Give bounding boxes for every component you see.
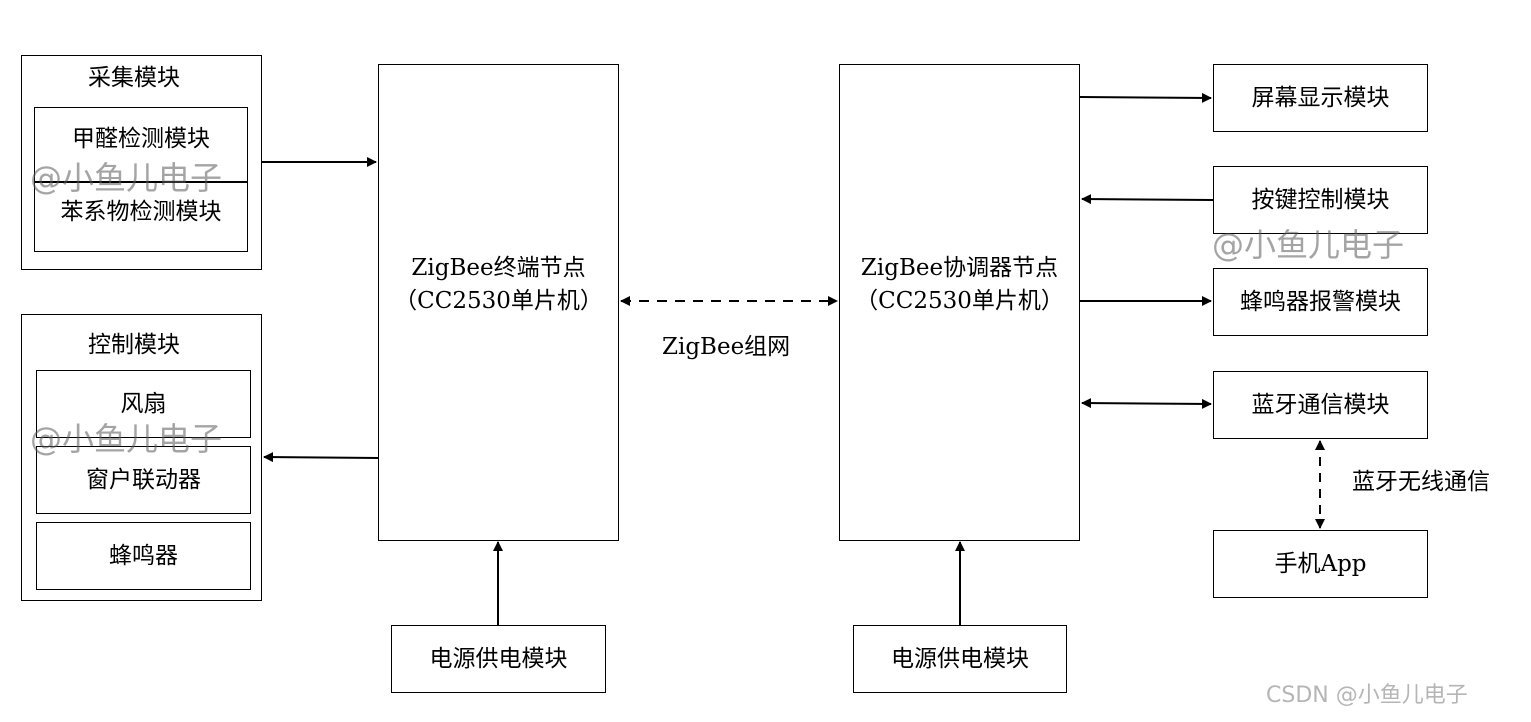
benzene-detect-label: 苯系物检测模块 bbox=[60, 198, 222, 225]
bluetooth-module: 蓝牙通信模块 bbox=[1213, 371, 1428, 439]
buzzer-label: 蜂鸣器 bbox=[109, 542, 178, 569]
control-module-group bbox=[21, 314, 262, 601]
arrow-end-node-to-control bbox=[263, 452, 380, 463]
window-actuator-label: 窗户联动器 bbox=[86, 466, 201, 493]
buzzer-alarm-label: 蜂鸣器报警模块 bbox=[1240, 288, 1401, 315]
end-node-line2: （CC2530单片机） bbox=[394, 287, 603, 314]
collect-module-title: 采集模块 bbox=[88, 65, 180, 91]
power-module-right: 电源供电模块 bbox=[853, 625, 1067, 693]
watermark-3: @小鱼儿电子 bbox=[1212, 226, 1405, 264]
window-actuator-box: 窗户联动器 bbox=[36, 446, 251, 514]
keys-module: 按键控制模块 bbox=[1213, 166, 1428, 234]
benzene-detect-box: 苯系物检测模块 bbox=[34, 182, 248, 252]
zigbee-end-node: ZigBee终端节点 （CC2530单片机） bbox=[378, 64, 619, 541]
phone-app-label: 手机App bbox=[1274, 550, 1367, 577]
power-left-label: 电源供电模块 bbox=[429, 645, 568, 672]
arrow-to-display bbox=[1079, 92, 1212, 103]
collect-module-group bbox=[21, 55, 262, 270]
formaldehyde-detect-label: 甲醛检测模块 bbox=[72, 126, 210, 152]
end-node-line1: ZigBee终端节点 bbox=[411, 254, 586, 281]
formaldehyde-detect-box: 甲醛检测模块 bbox=[34, 107, 248, 182]
coordinator-line2: （CC2530单片机） bbox=[855, 287, 1064, 314]
power-right-label: 电源供电模块 bbox=[891, 645, 1029, 672]
display-module: 屏幕显示模块 bbox=[1213, 64, 1428, 132]
bluetooth-wireless-label: 蓝牙无线通信 bbox=[1352, 469, 1490, 495]
fan-label: 风扇 bbox=[120, 390, 167, 417]
fan-box: 风扇 bbox=[36, 370, 251, 438]
display-module-label: 屏幕显示模块 bbox=[1251, 84, 1390, 111]
buzzer-alarm-module: 蜂鸣器报警模块 bbox=[1213, 268, 1428, 336]
csdn-watermark: CSDN @小鱼儿电子 bbox=[1266, 683, 1468, 708]
arrow-bluetooth bbox=[1081, 398, 1212, 409]
zigbee-coordinator-node: ZigBee协调器节点 （CC2530单片机） bbox=[839, 64, 1080, 541]
arrow-from-keys bbox=[1081, 194, 1214, 205]
coordinator-line1: ZigBee协调器节点 bbox=[860, 254, 1059, 281]
watermark-1: @小鱼儿电子 bbox=[30, 159, 223, 197]
zigbee-network-label: ZigBee组网 bbox=[662, 334, 791, 360]
end-node-text: ZigBee终端节点 （CC2530单片机） bbox=[379, 29, 618, 540]
control-module-title: 控制模块 bbox=[88, 332, 180, 358]
phone-app-module: 手机App bbox=[1213, 530, 1428, 598]
power-module-left: 电源供电模块 bbox=[391, 625, 606, 693]
keys-module-label: 按键控制模块 bbox=[1251, 186, 1390, 213]
buzzer-box: 蜂鸣器 bbox=[36, 522, 251, 590]
watermark-2: @小鱼儿电子 bbox=[30, 420, 223, 458]
coordinator-text: ZigBee协调器节点 （CC2530单片机） bbox=[840, 29, 1079, 540]
bluetooth-module-label: 蓝牙通信模块 bbox=[1251, 391, 1390, 418]
